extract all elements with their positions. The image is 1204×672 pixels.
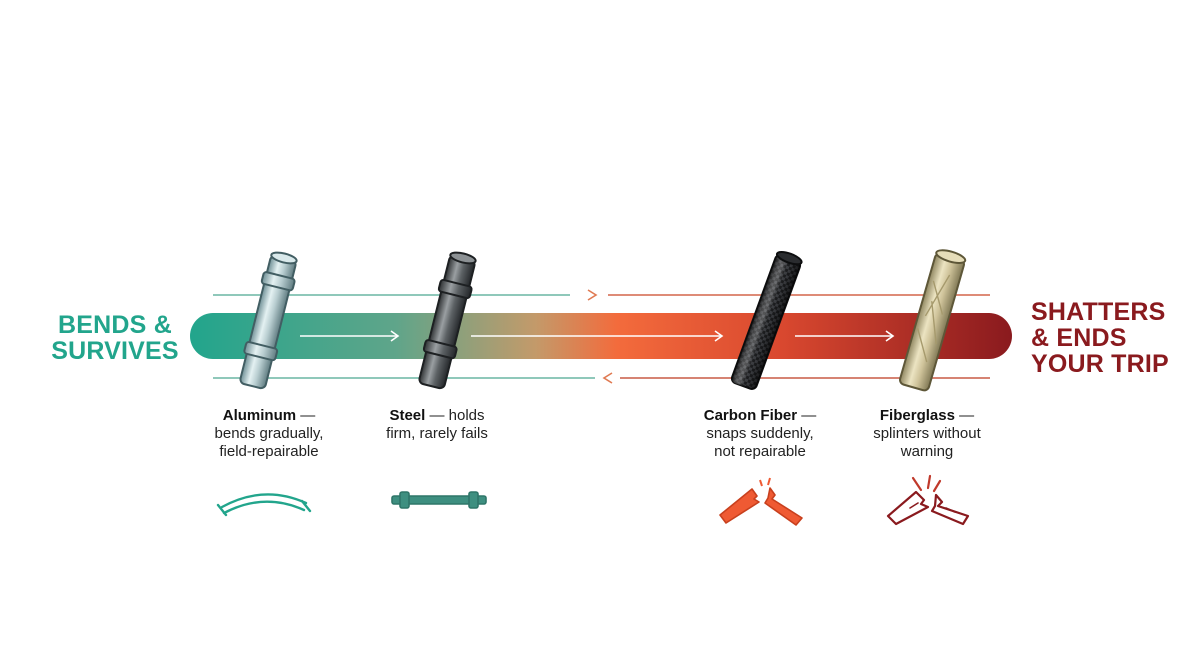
bar-arrow-3 <box>795 330 895 342</box>
upper-rail-arrow <box>587 289 598 301</box>
steel-caption: Steel — holds firm, rarely fails <box>347 407 527 443</box>
right-label-line-3: YOUR TRIP <box>1031 350 1169 378</box>
bends-survives-label: BENDS & SURVIVES <box>40 312 190 364</box>
bent-tube-icon <box>216 493 312 517</box>
steel-tube <box>418 251 477 390</box>
aluminum-desc-2: field-repairable <box>219 443 319 460</box>
lower-rail-arrow <box>602 372 613 384</box>
splintered-tube-icon <box>886 474 970 526</box>
bar-arrow-2 <box>471 330 724 342</box>
straight-tube-icon <box>391 491 487 509</box>
aluminum-caption: Aluminum — bends gradually, field-repair… <box>179 407 359 461</box>
aluminum-desc-1: bends gradually, <box>214 425 324 442</box>
shatters-label: SHATTERS & ENDS YOUR TRIP <box>1031 299 1201 377</box>
snapped-tube-icon <box>719 477 803 526</box>
aluminum-tube <box>239 251 298 390</box>
bar-arrow-1 <box>300 330 400 342</box>
fiberglass-name: Fiberglass <box>879 407 955 424</box>
steel-desc-1: firm, rarely fails <box>386 425 488 442</box>
carbon-fiber-desc-2: not repairable <box>714 443 806 460</box>
left-label-line-1: BENDS & <box>58 311 172 339</box>
right-label-line-2: & ENDS <box>1031 324 1127 352</box>
right-label-line-1: SHATTERS <box>1031 298 1166 326</box>
fiberglass-tube <box>899 249 967 392</box>
carbon-fiber-name: Carbon Fiber <box>703 407 798 424</box>
carbon-fiber-caption: Carbon Fiber — snaps suddenly, not repai… <box>670 407 850 461</box>
left-label-line-2: SURVIVES <box>51 337 179 365</box>
fiberglass-caption: Fiberglass — splinters without warning <box>837 407 1017 461</box>
aluminum-name: Aluminum <box>222 407 297 424</box>
steel-name: Steel <box>389 407 426 424</box>
fiberglass-desc-2: warning <box>900 443 954 460</box>
fiberglass-desc-1: splinters without <box>873 425 981 442</box>
carbon-fiber-tube <box>730 250 803 390</box>
carbon-fiber-desc-1: snaps suddenly, <box>706 425 814 442</box>
